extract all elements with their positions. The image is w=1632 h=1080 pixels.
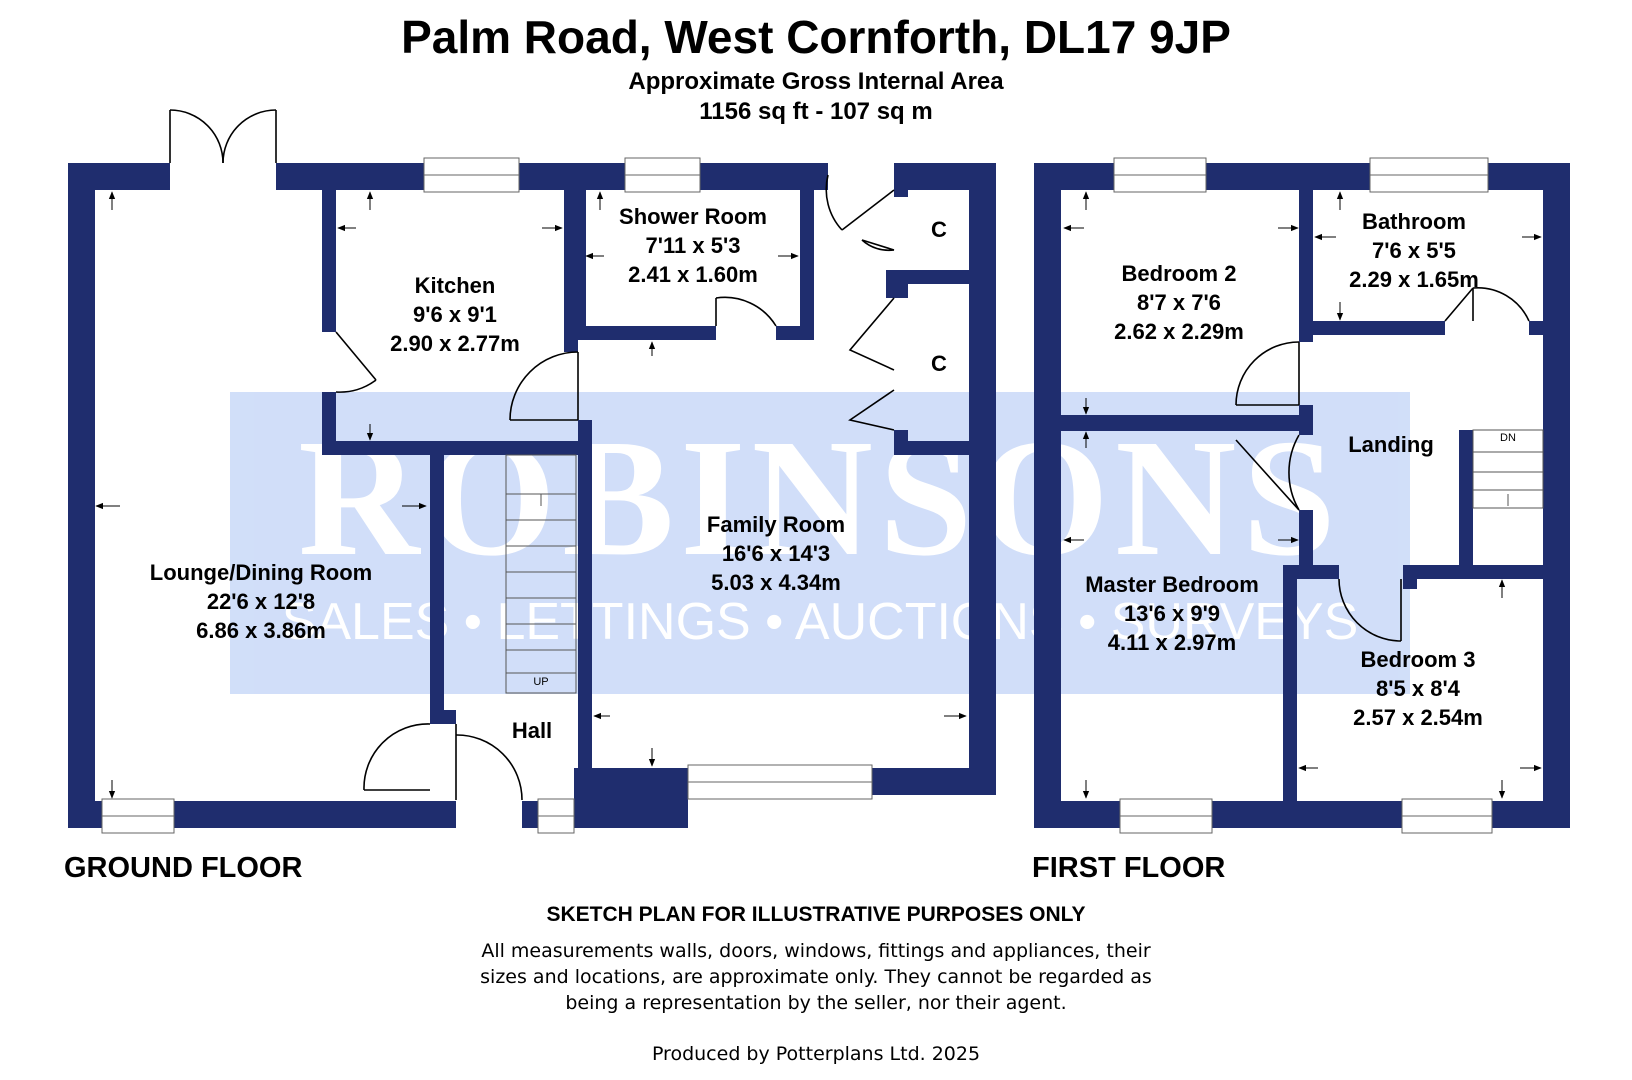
watermark-tagline: SALES • LETTINGS • AUCTIONS • SURVEYS	[281, 593, 1359, 651]
watermark-name: ROBINSONS	[298, 405, 1342, 591]
first-floor-windows	[1113, 157, 1493, 834]
room-name: Landing	[1348, 432, 1434, 457]
first-floor-dimension-arrows	[1063, 191, 1542, 799]
area-label: Approximate Gross Internal Area	[628, 68, 1004, 95]
first-floor-label: FIRST FLOOR	[1032, 852, 1226, 884]
room-bedroom-3: Bedroom 3 8'5 x 8'4 2.57 x 2.54m	[1353, 645, 1483, 732]
room-name: Family Room	[706, 512, 846, 537]
producer-credit: Produced by Potterplans Ltd. 2025	[651, 1043, 981, 1065]
room-name: Lounge/Dining Room	[149, 560, 373, 585]
room-shower: Shower Room 7'11 x 5'3 2.41 x 1.60m	[619, 202, 767, 289]
room-metric: 2.62 x 2.29m	[1114, 319, 1244, 344]
disclaimer-line-2: sizes and locations, are approximate onl…	[480, 966, 1152, 988]
first-floor-walls	[1034, 163, 1570, 828]
room-name: Bedroom 3	[1360, 647, 1476, 672]
stairs-up-label: UP	[533, 676, 549, 688]
room-metric: 2.41 x 1.60m	[628, 262, 758, 287]
disclaimer-line-3: being a representation by the seller, no…	[565, 992, 1067, 1014]
room-imperial: 22'6 x 12'8	[206, 589, 316, 614]
first-floor-doors	[1235, 286, 1530, 642]
room-master-bedroom: Master Bedroom 13'6 x 9'9 4.11 x 2.97m	[1085, 570, 1259, 657]
stairs-down-label: DN	[1500, 432, 1516, 444]
disclaimer-line-1: All measurements walls, doors, windows, …	[481, 940, 1151, 962]
room-metric: 2.57 x 2.54m	[1353, 705, 1483, 730]
ground-floor-walls	[68, 163, 996, 828]
room-name: Hall	[511, 718, 553, 743]
room-name: Bathroom	[1362, 209, 1466, 234]
room-imperial: 16'6 x 14'3	[721, 541, 831, 566]
room-name: Master Bedroom	[1085, 572, 1259, 597]
room-imperial: 8'7 x 7'6	[1137, 290, 1221, 315]
ground-floor-doors	[169, 109, 895, 801]
room-name: Shower Room	[619, 204, 767, 229]
room-name: Bedroom 2	[1121, 261, 1237, 286]
room-imperial: 9'6 x 9'1	[413, 302, 497, 327]
sketch-notice: SKETCH PLAN FOR ILLUSTRATIVE PURPOSES ON…	[546, 903, 1086, 926]
cupboard-label-2: C	[931, 351, 947, 376]
room-kitchen: Kitchen 9'6 x 9'1 2.90 x 2.77m	[390, 271, 520, 358]
first-floor-stairs	[1472, 429, 1544, 509]
agent-watermark: ROBINSONS SALES • LETTINGS • AUCTIONS • …	[230, 392, 1410, 694]
room-imperial: 13'6 x 9'9	[1123, 601, 1221, 626]
room-metric: 2.29 x 1.65m	[1349, 267, 1479, 292]
room-bedroom-2: Bedroom 2 8'7 x 7'6 2.62 x 2.29m	[1114, 259, 1244, 346]
ground-floor-stairs	[505, 454, 577, 694]
room-imperial: 8'5 x 8'4	[1376, 676, 1460, 701]
ground-floor-windows	[101, 157, 873, 834]
room-name: Kitchen	[414, 273, 496, 298]
room-metric: 6.86 x 3.86m	[196, 618, 326, 643]
room-family: Family Room 16'6 x 14'3 5.03 x 4.34m	[707, 510, 845, 597]
room-imperial: 7'6 x 5'5	[1372, 238, 1456, 263]
ground-floor-dimension-arrows	[95, 191, 967, 799]
cupboard-label-1: C	[931, 217, 947, 242]
ground-floor-label: GROUND FLOOR	[64, 852, 303, 884]
room-imperial: 7'11 x 5'3	[645, 233, 741, 258]
room-metric: 4.11 x 2.97m	[1107, 630, 1237, 655]
room-landing: Landing	[1348, 430, 1434, 459]
room-lounge-dining: Lounge/Dining Room 22'6 x 12'8 6.86 x 3.…	[150, 558, 372, 645]
room-metric: 2.90 x 2.77m	[390, 331, 520, 356]
page-title: Palm Road, West Cornforth, DL17 9JP	[401, 11, 1231, 63]
room-hall: Hall	[512, 716, 552, 745]
area-value: 1156 sq ft - 107 sq m	[699, 98, 933, 125]
room-metric: 5.03 x 4.34m	[711, 570, 841, 595]
room-bathroom: Bathroom 7'6 x 5'5 2.29 x 1.65m	[1349, 207, 1479, 294]
